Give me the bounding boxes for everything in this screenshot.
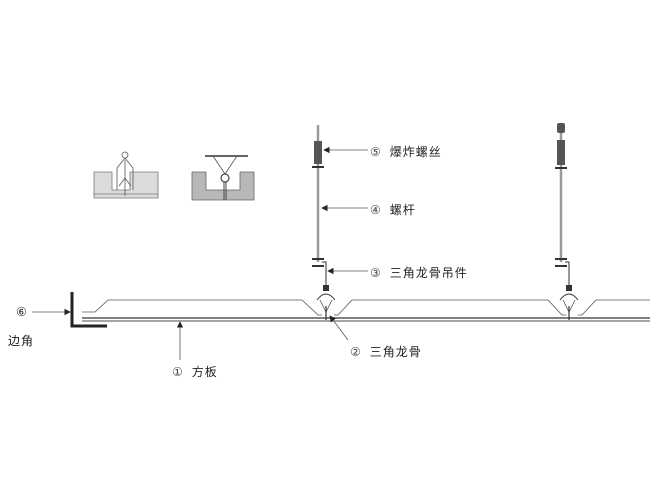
detail-inset-2 <box>191 155 255 201</box>
leader-keel <box>329 315 349 341</box>
label-corner-text: 边角 <box>8 334 35 348</box>
corner-angle <box>70 292 107 328</box>
hanger-assembly-1 <box>312 125 336 320</box>
hanger-assembly-2 <box>555 123 579 320</box>
detail-inset-1 <box>93 151 159 199</box>
panel-profile <box>82 299 650 322</box>
label-corner-num: ⑥ <box>16 305 28 319</box>
